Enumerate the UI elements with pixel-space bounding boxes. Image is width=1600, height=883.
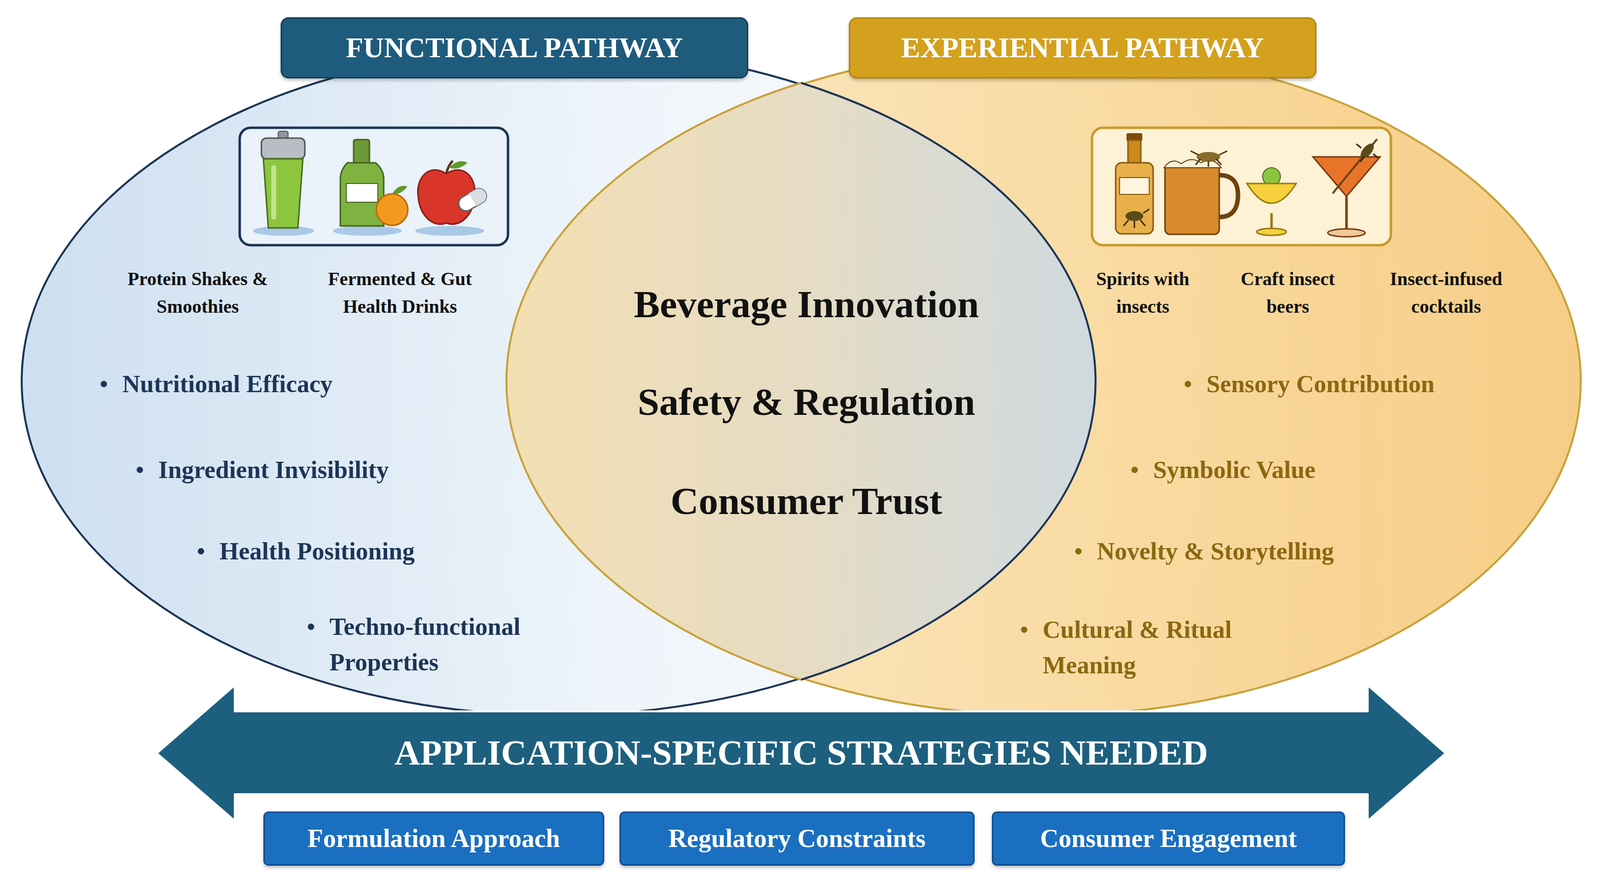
shared-theme: Consumer Trust [535, 477, 1078, 525]
strategy-box: Consumer Engagement [991, 811, 1346, 866]
strategy-label: Consumer Engagement [1040, 824, 1297, 853]
bullet-dot [197, 547, 205, 555]
item-caption: Insect-infused cocktails [1372, 264, 1521, 321]
pathway-title: FUNCTIONAL PATHWAY [345, 32, 684, 64]
pathway-header: EXPERIENTIAL PATHWAY [848, 17, 1317, 79]
double-arrow-band: APPLICATION-SPECIFIC STRATEGIES NEEDED [154, 683, 1448, 823]
feature-item: Cultural & Ritual Meaning [1042, 611, 1290, 683]
shared-theme: Beverage Innovation [535, 280, 1078, 328]
item-caption: Fermented & Gut Health Drinks [311, 264, 489, 321]
bullet-dot [1020, 626, 1028, 633]
bullet-dot [1184, 380, 1192, 388]
strategy-box: Regulatory Constraints [619, 811, 975, 866]
item-caption: Craft insect beers [1221, 264, 1355, 321]
arrow-shape [156, 685, 1446, 821]
bullet-dot [307, 623, 315, 630]
band-label: APPLICATION-SPECIFIC STRATEGIES NEEDED [234, 711, 1368, 795]
strategy-label: Formulation Approach [307, 824, 561, 853]
lens-fill [506, 82, 1096, 680]
overlap-region: Beverage InnovationSafety & RegulationCo… [510, 82, 1092, 681]
feature-item: Nutritional Efficacy [122, 365, 498, 402]
pathway-title: EXPERIENTIAL PATHWAY [901, 32, 1264, 64]
feature-item: Techno-functional Properties [329, 608, 586, 680]
pathway-header: FUNCTIONAL PATHWAY [280, 17, 749, 79]
feature-item: Symbolic Value [1153, 451, 1509, 488]
feature-item: Ingredient Invisibility [158, 451, 534, 488]
shared-theme: Safety & Regulation [535, 378, 1078, 426]
strategy-label: Regulatory Constraints [668, 824, 926, 853]
bullet-dot [136, 466, 144, 473]
strategy-box: Formulation Approach [263, 811, 605, 866]
bullet-dot [1075, 547, 1082, 555]
item-caption: Protein Shakes & Smoothies [123, 264, 272, 321]
feature-item: Novelty & Storytelling [1096, 533, 1453, 569]
feature-item: Health Positioning [219, 533, 595, 569]
feature-item: Sensory Contribution [1206, 365, 1562, 402]
item-caption: Spirits with insects [1076, 264, 1210, 321]
bullet-dot [100, 380, 108, 388]
bullet-dot [1131, 466, 1138, 473]
